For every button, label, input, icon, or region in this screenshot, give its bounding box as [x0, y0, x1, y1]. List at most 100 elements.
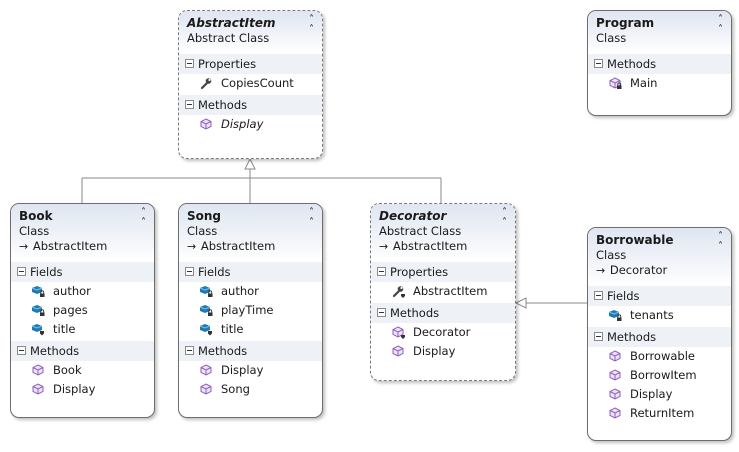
collapse-icon[interactable]: ˄˄ [309, 14, 314, 35]
method-cube-icon [32, 382, 44, 395]
collapse-icon[interactable]: ˄˄ [502, 207, 507, 228]
arrow-right-icon: → [19, 240, 29, 253]
class-book[interactable]: Book Class → AbstractItem ˄˄ Fields auth… [10, 203, 155, 418]
member-label: Display [221, 363, 264, 377]
minus-box-icon[interactable] [594, 291, 603, 300]
class-header: Book Class → AbstractItem ˄˄ [11, 204, 154, 260]
method-cube-icon [609, 387, 621, 400]
section-methods[interactable]: Methods [179, 95, 322, 115]
member-method[interactable]: Borrowable [588, 347, 731, 366]
minus-box-icon[interactable] [17, 346, 26, 355]
member-method[interactable]: ReturnItem [588, 404, 731, 423]
member-label: Display [221, 117, 264, 131]
member-method[interactable]: Decorator [371, 323, 515, 342]
member-label: tenants [630, 308, 674, 322]
member-method[interactable]: Display [179, 361, 322, 380]
section-properties[interactable]: Properties [371, 262, 515, 282]
minus-box-icon[interactable] [377, 308, 386, 317]
section-label: Methods [607, 330, 657, 344]
member-label: pages [53, 303, 88, 317]
member-field[interactable]: tenants [588, 306, 731, 325]
private-field-icon [199, 285, 213, 297]
minus-box-icon[interactable] [185, 267, 194, 276]
minus-box-icon[interactable] [17, 267, 26, 276]
section-label: Fields [607, 289, 640, 303]
section-label: Properties [198, 57, 257, 71]
member-method[interactable]: Display [11, 380, 154, 399]
member-field[interactable]: title [179, 320, 322, 339]
section-properties[interactable]: Properties [179, 54, 322, 74]
section-methods[interactable]: Methods [588, 327, 731, 347]
class-program[interactable]: Program Class ˄˄ Methods Main [587, 10, 732, 116]
member-method[interactable]: Display [588, 385, 731, 404]
method-cube-icon [200, 117, 212, 130]
method-cube-icon [200, 363, 212, 376]
member-label: Book [53, 363, 82, 377]
minus-box-icon[interactable] [185, 346, 194, 355]
class-decorator[interactable]: Decorator Abstract Class → AbstractItem … [370, 203, 516, 381]
member-field[interactable]: playTime [179, 301, 322, 320]
collapse-icon[interactable]: ˄˄ [718, 14, 723, 35]
member-method[interactable]: Display [179, 115, 322, 134]
collapse-icon[interactable]: ˄˄ [718, 231, 723, 252]
member-label: Song [221, 382, 250, 396]
section-methods[interactable]: Methods [371, 303, 515, 323]
base-class: → AbstractItem [19, 239, 146, 254]
class-name: Song [187, 209, 222, 223]
collapse-icon[interactable]: ˄˄ [141, 207, 146, 228]
minus-box-icon[interactable] [377, 267, 386, 276]
class-header: Song Class → AbstractItem ˄˄ [179, 204, 322, 260]
class-borrowable[interactable]: Borrowable Class → Decorator ˄˄ Fields t… [587, 227, 732, 441]
class-song[interactable]: Song Class → AbstractItem ˄˄ Fields auth… [178, 203, 323, 418]
protected-field-icon [199, 323, 212, 335]
arrow-right-icon: → [596, 264, 606, 277]
base-class: → AbstractItem [187, 239, 314, 254]
member-method[interactable]: Book [11, 361, 154, 380]
wrench-icon [200, 77, 212, 89]
member-property[interactable]: AbstractItem [371, 282, 515, 301]
section-methods[interactable]: Methods [179, 341, 322, 361]
member-label: author [221, 284, 259, 298]
section-label: Methods [607, 57, 657, 71]
protected-method-icon [392, 325, 405, 339]
minus-box-icon[interactable] [594, 59, 603, 68]
section-label: Properties [390, 265, 449, 279]
base-class: → Decorator [596, 263, 723, 278]
member-field[interactable]: author [11, 282, 154, 301]
arrow-right-icon: → [379, 240, 389, 253]
class-header: Decorator Abstract Class → AbstractItem … [371, 204, 515, 260]
class-kind: Class [187, 224, 218, 238]
member-property[interactable]: CopiesCount [179, 74, 322, 93]
minus-box-icon[interactable] [185, 59, 194, 68]
member-label: AbstractItem [413, 284, 488, 298]
class-kind: Class [596, 31, 627, 45]
section-label: Methods [198, 344, 248, 358]
minus-box-icon[interactable] [594, 332, 603, 341]
member-label: Main [630, 76, 658, 90]
minus-box-icon[interactable] [185, 100, 194, 109]
class-name: Borrowable [596, 233, 674, 247]
member-method[interactable]: Main [588, 74, 731, 93]
private-method-icon [609, 76, 622, 89]
member-label: Display [630, 387, 673, 401]
section-methods[interactable]: Methods [588, 54, 731, 74]
base-class-name: AbstractItem [32, 239, 108, 253]
member-field[interactable]: author [179, 282, 322, 301]
section-fields[interactable]: Fields [179, 262, 322, 282]
member-field[interactable]: pages [11, 301, 154, 320]
section-label: Methods [390, 306, 440, 320]
member-method[interactable]: BorrowItem [588, 366, 731, 385]
section-fields[interactable]: Fields [11, 262, 154, 282]
member-method[interactable]: Song [179, 380, 322, 399]
inheritance-arrowhead-abstractitem [244, 157, 256, 170]
section-fields[interactable]: Fields [588, 286, 731, 306]
section-methods[interactable]: Methods [11, 341, 154, 361]
member-label: CopiesCount [221, 76, 294, 90]
collapse-icon[interactable]: ˄˄ [309, 207, 314, 228]
class-kind: Class [596, 248, 627, 262]
class-abstractitem[interactable]: AbstractItem Abstract Class ˄˄ Propertie… [178, 10, 323, 159]
member-field[interactable]: title [11, 320, 154, 339]
class-header: Borrowable Class → Decorator ˄˄ [588, 228, 731, 284]
member-method[interactable]: Display [371, 342, 515, 361]
section-label: Fields [30, 265, 63, 279]
